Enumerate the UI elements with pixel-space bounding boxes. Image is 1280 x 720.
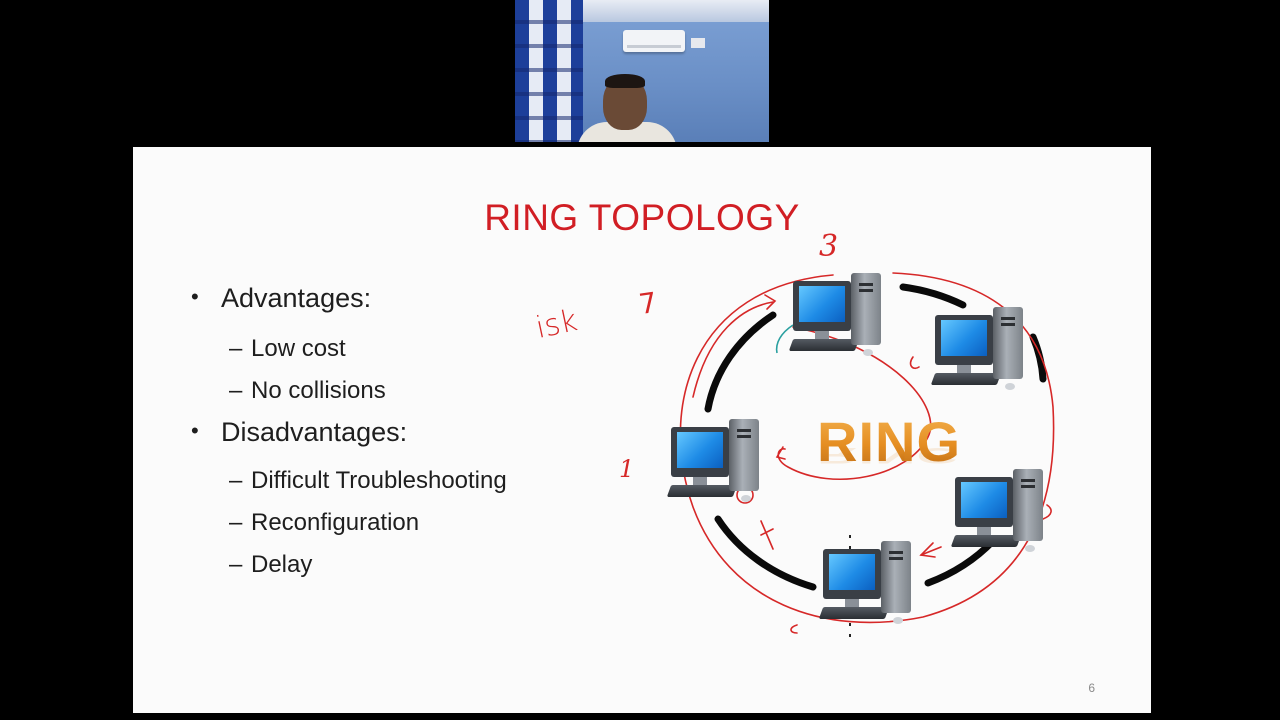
monitor-stand xyxy=(693,477,707,485)
bullet-disadvantages: • Disadvantages: xyxy=(191,417,407,448)
monitor xyxy=(935,315,993,365)
ink-teal-mark xyxy=(775,324,794,354)
wall-switch-icon xyxy=(691,38,705,48)
disadvantages-heading: Disadvantages: xyxy=(221,417,408,447)
ink-arrow-icon xyxy=(775,446,786,460)
monitor-screen xyxy=(941,320,987,356)
monitor-screen xyxy=(799,286,845,322)
monitor xyxy=(793,281,851,331)
monitor-stand xyxy=(977,527,991,535)
disadvantage-item: Difficult Troubleshooting xyxy=(251,467,507,494)
dash-icon: – xyxy=(229,377,243,404)
cpu-tower-icon xyxy=(851,273,881,345)
handwritten-number-3: 3 xyxy=(819,229,839,264)
ring-center-label: RING xyxy=(817,410,961,473)
list-item: –Low cost xyxy=(229,335,346,363)
bullet-dot-icon: • xyxy=(191,418,199,443)
monitor xyxy=(823,549,881,599)
list-item: –Delay xyxy=(229,551,312,579)
monitor xyxy=(671,427,729,477)
handwritten-number-1: 1 xyxy=(619,455,635,483)
bullet-dot-icon: • xyxy=(191,284,199,309)
keyboard-icon xyxy=(666,485,738,497)
advantage-item: No collisions xyxy=(251,377,386,404)
cpu-tower-icon xyxy=(729,419,759,491)
keyboard-icon xyxy=(950,535,1022,547)
ring-cable-segment xyxy=(899,283,967,309)
dash-icon: – xyxy=(229,509,243,536)
computer-icon xyxy=(818,541,917,633)
ring-svg xyxy=(679,272,1055,639)
monitor-screen xyxy=(961,482,1007,518)
ink-mark xyxy=(1042,504,1052,520)
disadvantage-item: Reconfiguration xyxy=(251,509,420,536)
cpu-tower-icon xyxy=(881,541,911,613)
presentation-slide: RING TOPOLOGY •Advantages: –Low cost –No… xyxy=(133,147,1151,713)
disadvantage-item: Delay xyxy=(251,551,313,578)
ink-arrow-icon xyxy=(760,520,774,550)
ring-label-reflection: RING xyxy=(817,443,961,469)
slide-title: RING TOPOLOGY xyxy=(484,197,800,238)
ink-arrow-icon xyxy=(920,546,942,556)
ink-mark xyxy=(790,624,798,634)
monitor-screen xyxy=(677,432,723,468)
ink-arrow-icon xyxy=(764,294,777,310)
monitor xyxy=(955,477,1013,527)
presenter-hair xyxy=(605,74,645,88)
ring-cable-segment xyxy=(1029,333,1047,383)
ink-mark xyxy=(909,356,920,370)
mouse-icon xyxy=(1025,545,1035,552)
ink-arc xyxy=(692,301,774,398)
dash-icon: – xyxy=(229,467,243,494)
slide-page-number: 6 xyxy=(1088,681,1095,695)
list-item: –Reconfiguration xyxy=(229,509,419,537)
monitor-stand xyxy=(957,365,971,373)
webcam-window-panel xyxy=(515,0,583,142)
ink-inner-loop xyxy=(777,326,932,480)
mouse-icon xyxy=(1005,383,1015,390)
computer-icon xyxy=(950,469,1049,561)
dash-icon: – xyxy=(229,335,243,362)
monitor-stand xyxy=(845,599,859,607)
mouse-icon xyxy=(863,349,873,356)
cpu-tower-icon xyxy=(993,307,1023,379)
ink-ring-loop xyxy=(679,272,1055,624)
presenter-webcam-video xyxy=(515,0,769,142)
presenter-body xyxy=(577,122,677,142)
computer-icon xyxy=(666,419,765,511)
advantages-heading: Advantages: xyxy=(221,283,372,313)
dash-icon: – xyxy=(229,551,243,578)
cpu-tower-icon xyxy=(1013,469,1043,541)
keyboard-icon xyxy=(788,339,860,351)
air-conditioner-icon xyxy=(623,30,685,52)
keyboard-icon xyxy=(930,373,1002,385)
ring-cable-segment xyxy=(704,311,777,413)
computer-icon xyxy=(930,307,1029,399)
mouse-icon xyxy=(893,617,903,624)
list-item: –Difficult Troubleshooting xyxy=(229,467,507,495)
ring-cable-segment xyxy=(714,515,817,591)
ring-topology-diagram: 3 1 isk 7 xyxy=(133,147,1151,713)
advantage-item: Low cost xyxy=(251,335,346,362)
monitor-stand xyxy=(815,331,829,339)
mouse-icon xyxy=(741,495,751,502)
keyboard-icon xyxy=(818,607,890,619)
monitor-screen xyxy=(829,554,875,590)
ink-arrow-icon xyxy=(919,542,936,558)
computer-icon xyxy=(788,273,887,365)
bullet-advantages: • Advantages: xyxy=(191,283,371,314)
list-item: –No collisions xyxy=(229,377,386,405)
